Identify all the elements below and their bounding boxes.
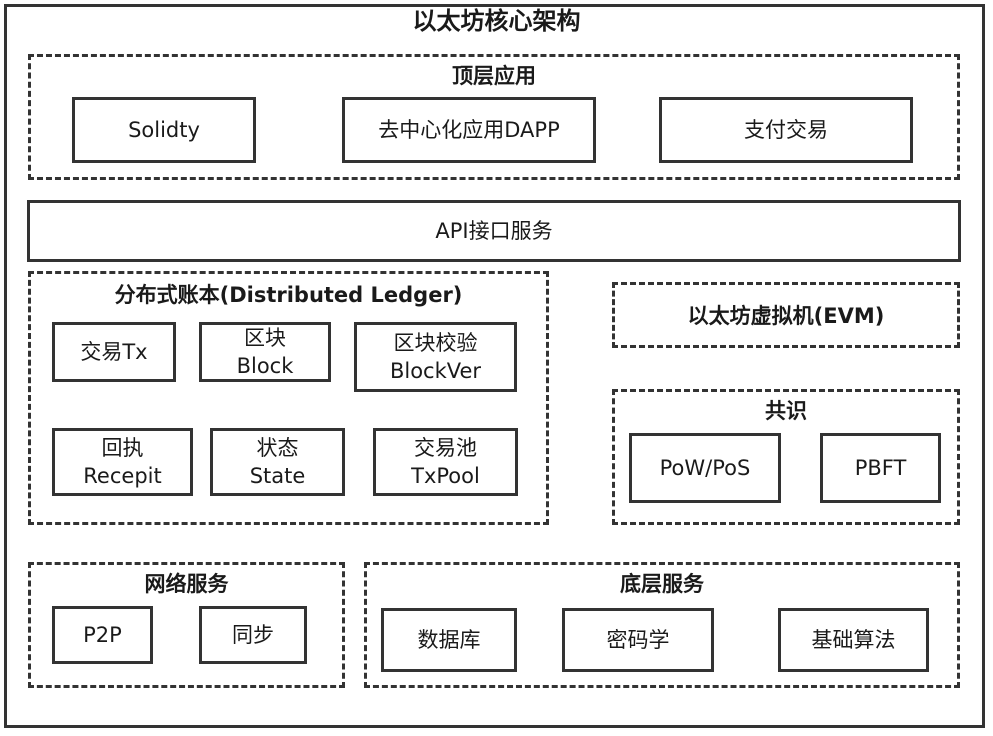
pbft-label: PBFT bbox=[854, 456, 907, 480]
p2p-box: P2P bbox=[52, 606, 153, 664]
sync-box: 同步 bbox=[199, 606, 307, 664]
ledger-txpool-line1: 交易池 bbox=[414, 436, 477, 460]
consensus-title: 共识 bbox=[765, 399, 807, 423]
base-group: 底层服务 bbox=[364, 562, 960, 688]
outer-frame bbox=[4, 4, 985, 728]
ledger-title: 分布式账本(Distributed Ledger) bbox=[114, 283, 463, 307]
diagram-title: 以太坊核心架构 bbox=[412, 7, 581, 35]
database-box: 数据库 bbox=[381, 608, 517, 672]
pow-pos-box: PoW/PoS bbox=[629, 433, 781, 503]
ledger-txpool-box: 交易池 TxPool bbox=[373, 428, 518, 496]
ledger-block-line2: Block bbox=[236, 354, 294, 378]
ledger-state-line1: 状态 bbox=[256, 436, 299, 460]
evm-label: 以太坊虚拟机(EVM) bbox=[687, 304, 885, 328]
sync-label: 同步 bbox=[232, 623, 274, 647]
ledger-blockver-line2: BlockVer bbox=[389, 359, 482, 383]
pow-pos-label: PoW/PoS bbox=[659, 456, 751, 480]
ledger-block-box: 区块 Block bbox=[199, 322, 331, 382]
ledger-group: 分布式账本(Distributed Ledger) bbox=[28, 271, 549, 525]
consensus-group: 共识 bbox=[612, 389, 960, 525]
pbft-box: PBFT bbox=[820, 433, 941, 503]
ledger-txpool-line2: TxPool bbox=[411, 464, 480, 488]
algorithm-box: 基础算法 bbox=[778, 608, 929, 672]
evm-group: 以太坊虚拟机(EVM) bbox=[612, 282, 960, 348]
dapp-label: 去中心化应用DAPP bbox=[378, 118, 560, 142]
solidity-box: Solidty bbox=[72, 97, 256, 163]
network-title: 网络服务 bbox=[144, 572, 229, 596]
base-title: 底层服务 bbox=[620, 572, 704, 596]
ledger-blockver-box: 区块校验 BlockVer bbox=[354, 322, 517, 392]
api-label: API接口服务 bbox=[435, 219, 553, 243]
ledger-state-line2: State bbox=[249, 464, 306, 488]
p2p-label: P2P bbox=[83, 623, 122, 647]
ledger-receipt-line1: 回执 bbox=[101, 436, 144, 460]
crypto-label: 密码学 bbox=[606, 628, 670, 652]
ledger-state-box: 状态 State bbox=[210, 428, 345, 496]
ledger-tx-label: 交易Tx bbox=[80, 340, 148, 364]
ledger-block-line1: 区块 bbox=[244, 326, 286, 350]
api-box: API接口服务 bbox=[27, 200, 961, 262]
payment-box: 支付交易 bbox=[659, 97, 913, 163]
algorithm-label: 基础算法 bbox=[811, 628, 896, 652]
database-label: 数据库 bbox=[417, 628, 481, 652]
network-group: 网络服务 bbox=[28, 562, 345, 688]
solidity-label: Solidty bbox=[128, 118, 200, 142]
crypto-box: 密码学 bbox=[562, 608, 714, 672]
ledger-blockver-line1: 区块校验 bbox=[393, 331, 478, 355]
top-layer-group: 顶层应用 bbox=[28, 54, 960, 180]
ledger-receipt-line2: Recepit bbox=[83, 464, 162, 488]
ledger-tx-box: 交易Tx bbox=[52, 322, 176, 382]
dapp-box: 去中心化应用DAPP bbox=[342, 97, 596, 163]
top-layer-title: 顶层应用 bbox=[452, 64, 536, 88]
ledger-receipt-box: 回执 Recepit bbox=[52, 428, 193, 496]
payment-label: 支付交易 bbox=[744, 118, 828, 142]
